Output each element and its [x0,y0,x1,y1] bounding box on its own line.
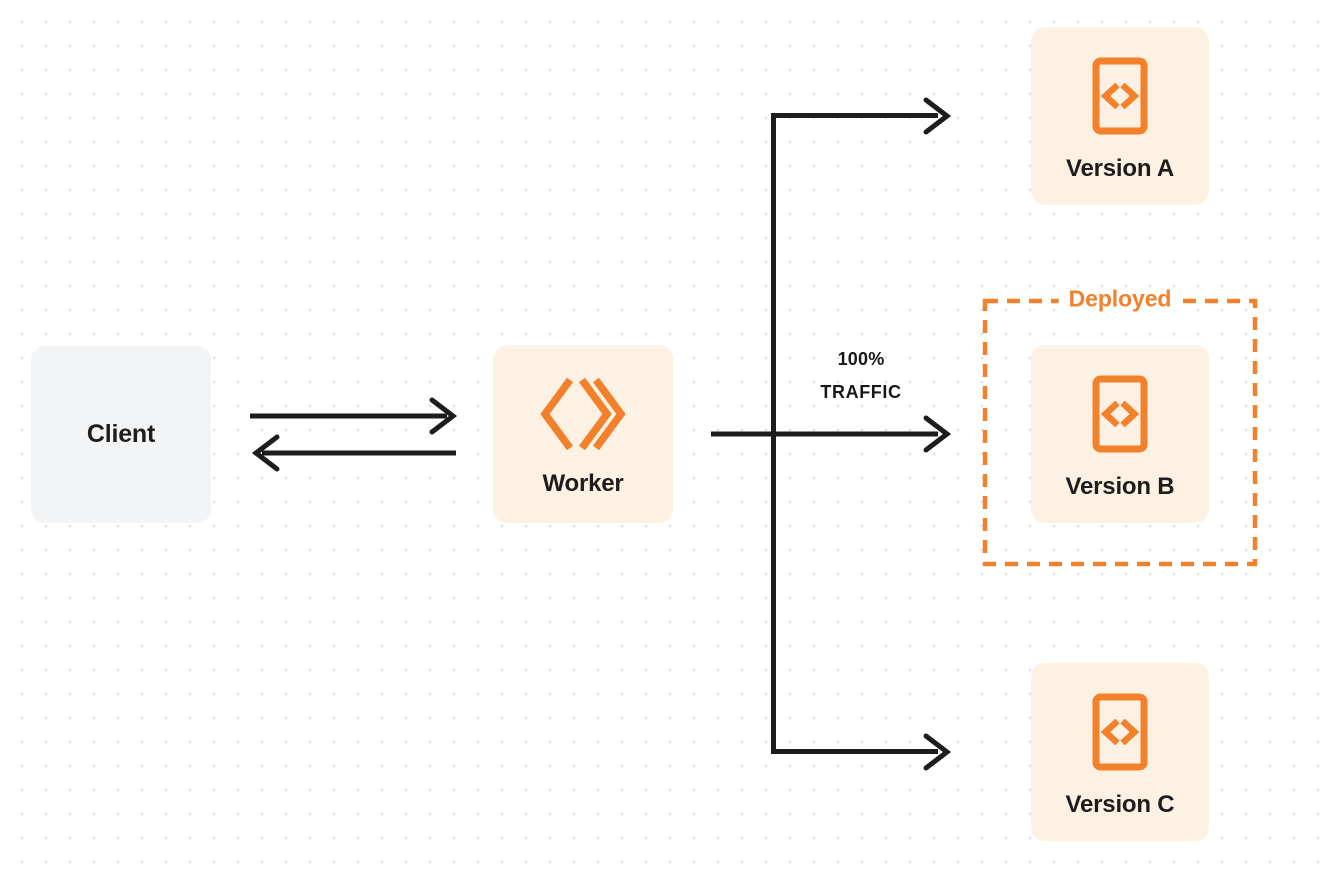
traffic-percent-value: 100% [837,349,885,369]
node-version-c[interactable]: Version C [1031,663,1209,841]
traffic-unit-label: TRAFFIC [820,382,902,402]
node-worker[interactable]: Worker [493,345,673,523]
node-client[interactable]: Client [31,346,211,523]
node-client-label: Client [86,420,156,448]
cloudflare-workers-logo-icon [540,377,626,451]
node-version-a-label: Version A [1065,155,1175,182]
deployed-group-label: Deployed [1058,287,1182,311]
node-worker-label: Worker [542,470,624,497]
arrow-client-to-worker [250,397,458,435]
node-version-c-label: Version C [1065,791,1175,818]
code-file-icon [1092,693,1148,771]
node-version-b[interactable]: Version B [1031,345,1209,523]
node-version-b-label: Version B [1065,473,1175,500]
arrow-spine-to-version-c [771,733,952,771]
arrow-worker-to-version-b [711,415,952,453]
arrow-spine-to-version-a [771,97,952,135]
arrow-worker-to-client [251,434,456,472]
node-version-a[interactable]: Version A [1031,27,1209,205]
code-file-icon [1092,57,1148,135]
code-file-icon [1092,375,1148,453]
traffic-percentage-label: 100% TRAFFIC [806,350,916,401]
